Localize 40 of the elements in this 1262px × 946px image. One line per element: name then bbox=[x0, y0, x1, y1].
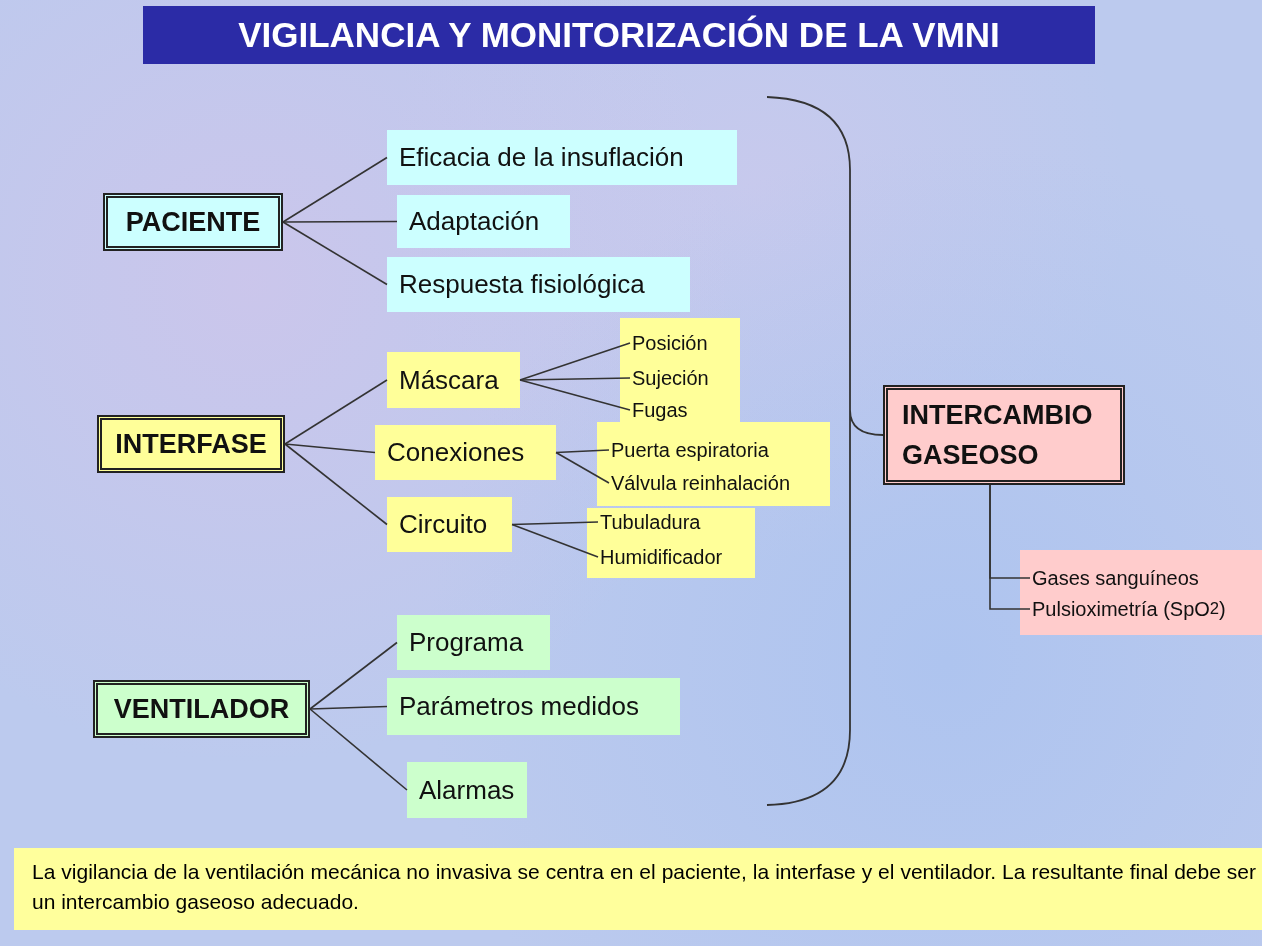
item-box: Adaptación bbox=[397, 195, 570, 248]
item-text: Válvula reinhalación bbox=[609, 470, 824, 496]
item-panel bbox=[587, 508, 755, 578]
item-box: Máscara bbox=[387, 352, 520, 408]
item-panel bbox=[620, 318, 740, 422]
connector-line bbox=[282, 220, 398, 223]
category-box: VENTILADOR bbox=[93, 680, 310, 738]
item-panel bbox=[597, 422, 830, 506]
item-box: Programa bbox=[397, 615, 550, 670]
caption-text: La vigilancia de la ventilación mecánica no invasiva se centra en el paciente, la interfase y el ventilador. La resultante final debe ser un intercambio gaseoso adecuado. bbox=[14, 848, 1262, 930]
connector-line bbox=[511, 521, 599, 526]
item-box: Alarmas bbox=[407, 762, 527, 818]
item-panel bbox=[1020, 550, 1262, 635]
connector-line bbox=[282, 156, 388, 223]
item-text: Fugas bbox=[630, 397, 725, 423]
title-banner: VIGILANCIA Y MONITORIZACIÓN DE LA VMNI bbox=[143, 6, 1095, 64]
connector-line bbox=[309, 641, 398, 710]
connector-line bbox=[309, 705, 388, 710]
item-text: Posición bbox=[630, 330, 725, 356]
item-text: Humidificador bbox=[598, 544, 748, 570]
item-text: Sujeción bbox=[630, 365, 725, 391]
item-box: Eficacia de la insuflación bbox=[387, 130, 737, 185]
connector-line bbox=[519, 377, 631, 381]
connector-line bbox=[555, 449, 610, 454]
category-box: PACIENTE bbox=[103, 193, 283, 251]
category-box: INTERFASE bbox=[97, 415, 285, 473]
connector-line bbox=[282, 221, 388, 286]
item-box: Parámetros medidos bbox=[387, 678, 680, 735]
category-box: INTERCAMBIO GASEOSO bbox=[883, 385, 1125, 485]
item-box: Respuesta fisiológica bbox=[387, 257, 690, 312]
item-box: Circuito bbox=[387, 497, 512, 552]
connector-line bbox=[284, 443, 376, 454]
item-text: Tubuladura bbox=[598, 509, 748, 535]
connector-line bbox=[989, 484, 1031, 610]
item-text: Puerta espiratoria bbox=[609, 437, 824, 463]
connector-line bbox=[309, 708, 408, 791]
connector-line bbox=[284, 379, 388, 445]
connector-line bbox=[284, 443, 388, 526]
item-box: Conexiones bbox=[375, 425, 556, 480]
item-text: Gases sanguíneos bbox=[1030, 565, 1230, 591]
